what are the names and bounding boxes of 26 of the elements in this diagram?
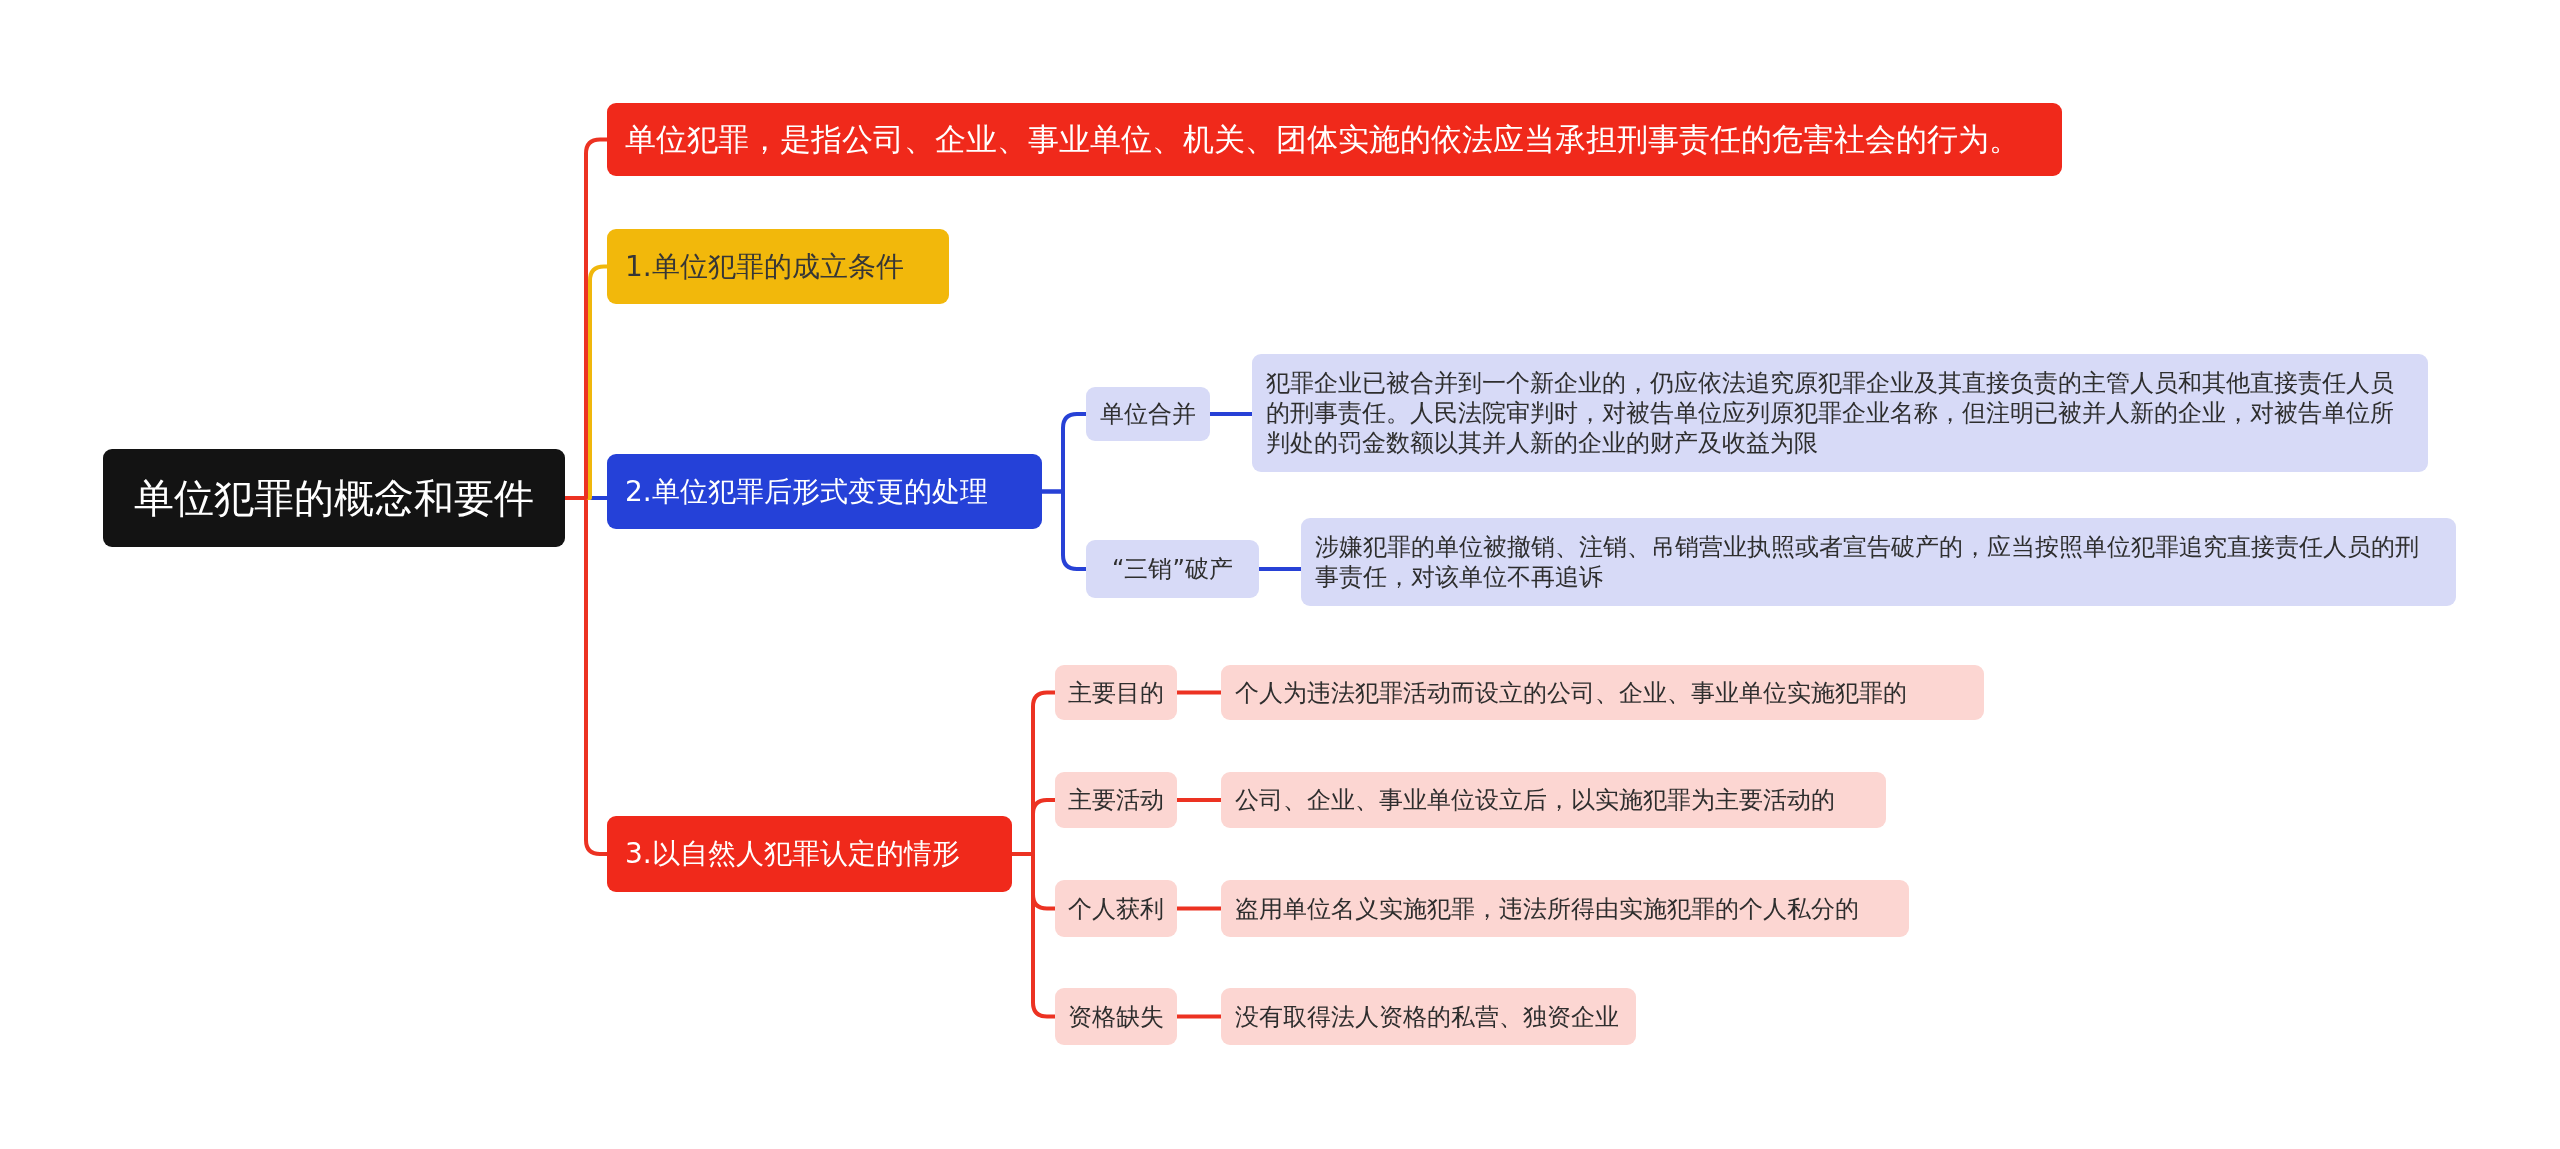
detail-box: 犯罪企业已被合并到一个新企业的，仍应依法追究原犯罪企业及其直接负责的主管人员和其他直接责任人员的刑事责任。人民法院审判时，对被告单位应列原犯罪企业名称，但注明已被并人新的企业，对被告单位所判处的罚金数额以其并人新的企业的财产及收益为限 [1252, 354, 2428, 472]
detail-box: 公司、企业、事业单位设立后，以实施犯罪为主要活动的 [1221, 772, 1886, 828]
subtopic-box: 单位合并 [1086, 387, 1210, 441]
connector-line [565, 137, 607, 500]
detail-box: 盗用单位名义实施犯罪，违法所得由实施犯罪的个人私分的 [1221, 880, 1909, 937]
connector-line [1012, 690, 1055, 856]
subtopic-box: 主要活动 [1055, 772, 1177, 828]
connector-line [1210, 412, 1252, 416]
detail-box: 个人为违法犯罪活动而设立的公司、企业、事业单位实施犯罪的 [1221, 665, 1984, 720]
subtopic-box: “三销”破产 [1086, 540, 1259, 598]
connector-line [1177, 1014, 1221, 1019]
detail-box: 没有取得法人资格的私营、独资企业 [1221, 988, 1636, 1045]
connector-line [1177, 798, 1221, 802]
central-topic-box: 单位犯罪的概念和要件 [103, 449, 565, 547]
branch-box: 3.以自然人犯罪认定的情形 [607, 816, 1012, 892]
connector-line [1259, 567, 1301, 571]
branch-box: 2.单位犯罪后形式变更的处理 [607, 454, 1042, 529]
connector-line [1177, 906, 1221, 911]
branch-box: 单位犯罪，是指公司、企业、事业单位、机关、团体实施的依法应当承担刑事责任的危害社会的行为。 [607, 103, 2062, 176]
connector-line [1177, 690, 1221, 695]
subtopic-box: 个人获利 [1055, 880, 1177, 937]
branch-box: 1.单位犯罪的成立条件 [607, 229, 949, 304]
subtopic-box: 主要目的 [1055, 665, 1177, 720]
subtopic-box: 资格缺失 [1055, 988, 1177, 1045]
connector-line [1042, 412, 1086, 494]
detail-box: 涉嫌犯罪的单位被撤销、注销、吊销营业执照或者宣告破产的，应当按照单位犯罪追究直接责任人员的刑事责任，对该单位不再追诉 [1301, 518, 2456, 606]
